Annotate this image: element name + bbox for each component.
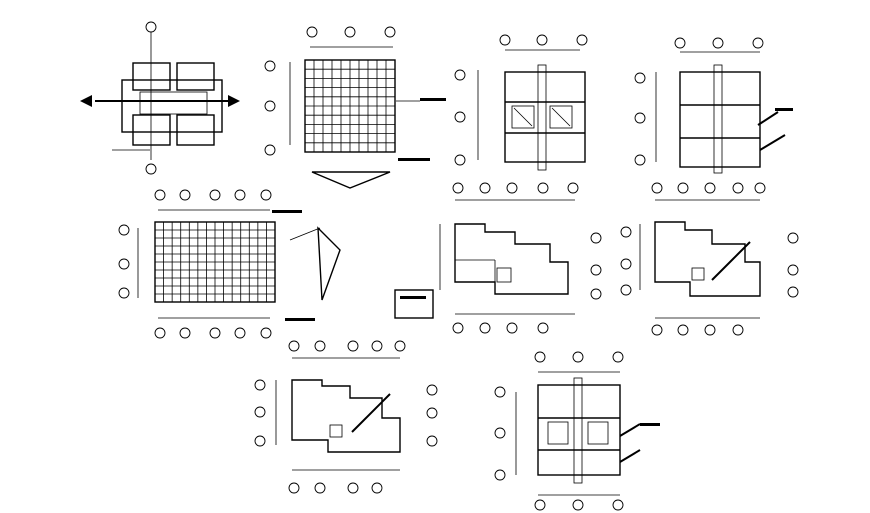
foundation-grid [264,26,446,189]
toilet-plan-a [454,34,588,171]
roof-key-plan [80,21,240,175]
ground-floor-plan [394,182,602,334]
upper-floor-plan [620,182,799,336]
beam-grid-plan [118,189,341,339]
cluster-plan [494,351,660,511]
toilet-plan-b [634,37,793,174]
first-floor-plan [254,340,438,494]
